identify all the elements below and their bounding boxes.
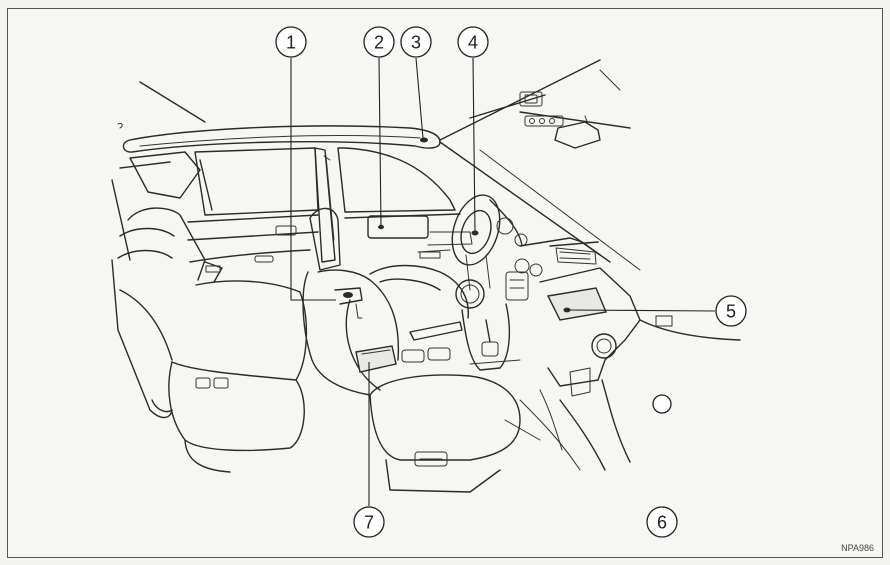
callout-4: 4 (457, 26, 489, 58)
callout-7-label: 7 (364, 513, 374, 533)
front-door-window (337, 147, 461, 219)
windshield-edge (439, 141, 641, 271)
callout-2: 2 (363, 26, 395, 58)
callout-3-label: 3 (411, 33, 421, 53)
figure-code: NPA986 (841, 543, 874, 553)
callout-4-label: 4 (468, 33, 478, 53)
passenger-airbag-panel (546, 287, 607, 321)
leader-2 (378, 57, 382, 227)
rear-seat-back (117, 207, 223, 361)
roof-outline (139, 59, 631, 141)
passenger-dash (539, 267, 741, 471)
leader-1 (290, 58, 336, 301)
front-door-panel (367, 215, 473, 259)
rear-seat-cushion (151, 280, 308, 473)
overhead-console (519, 69, 621, 127)
callout-1-label: 1 (286, 33, 296, 53)
callout-5-label: 5 (726, 302, 736, 322)
callout-2-label: 2 (374, 33, 384, 53)
callout-5: 5 (715, 295, 747, 327)
b-pillar-seatbelt (314, 147, 336, 263)
callout-6-marker (652, 394, 672, 414)
callout-7: 7 (353, 506, 385, 538)
curtain-airbag-rail (122, 125, 441, 153)
callout-6-label: 6 (657, 513, 667, 533)
leader-5 (567, 309, 716, 312)
floor-line (504, 399, 581, 471)
callout-3: 3 (400, 26, 432, 58)
seat-side-airbag (355, 345, 397, 373)
rear-door-edge (111, 259, 173, 419)
rear-door (187, 147, 319, 263)
passenger-seat-outline (369, 264, 469, 319)
driver-seat-back (302, 207, 400, 396)
rearview-mirror (554, 115, 601, 149)
driver-seat-cushion (369, 374, 521, 493)
callout-1: 1 (275, 26, 307, 58)
center-console (401, 279, 521, 371)
leader-lines (290, 57, 716, 506)
callout-6: 6 (646, 506, 678, 538)
steering-wheel (451, 194, 501, 291)
rear-window-frame (111, 151, 201, 261)
leader-4 (472, 57, 476, 233)
leader-3 (415, 57, 424, 139)
door-marker (117, 123, 123, 129)
